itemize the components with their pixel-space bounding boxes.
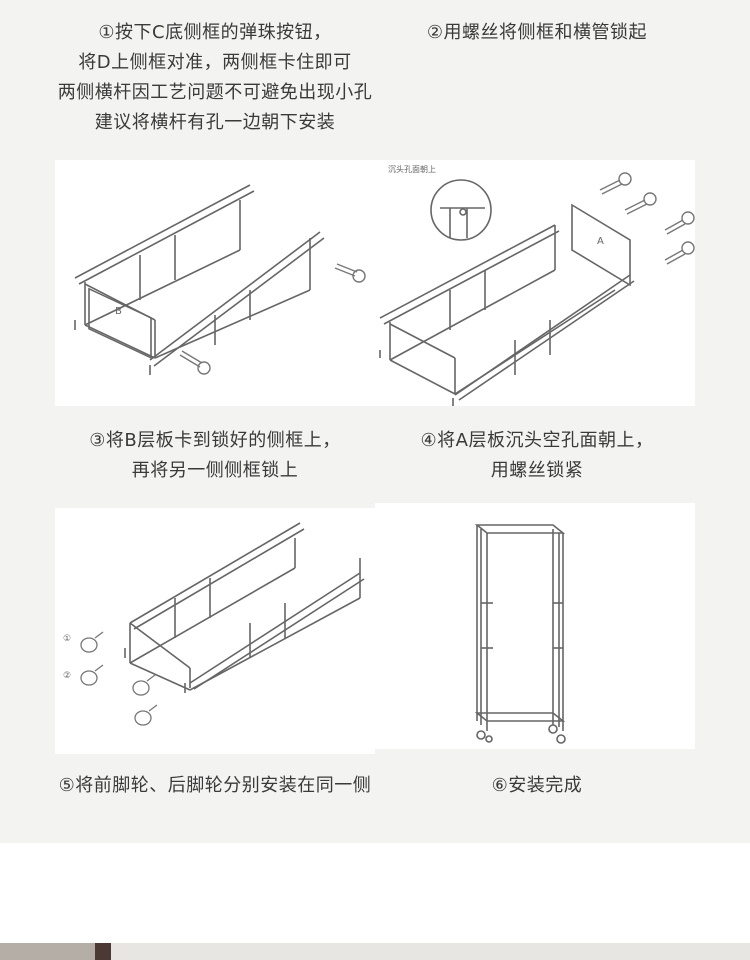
step1-caption: ①按下C底侧框的弹珠按钮， 将D上侧框对准，两侧框卡住即可 两侧横杆因工艺问题不… xyxy=(30,18,400,138)
frame-wheels-drawing: ① ② xyxy=(63,522,365,726)
figure-step3: ① ② xyxy=(55,508,375,754)
wheel-label-2: ② xyxy=(63,671,71,681)
frame-screw-drawing: A 沉头孔面朝上 xyxy=(379,164,695,406)
step4-line2: 用螺丝锁紧 xyxy=(490,460,584,481)
step4-line1: ④将A层板沉头空孔面朝上， xyxy=(420,430,654,451)
step6-line1: ⑥安装完成 xyxy=(491,775,583,796)
photo-frame-edge xyxy=(95,943,111,960)
step2-caption: ②用螺丝将侧框和横管锁起 xyxy=(392,18,682,48)
step3-line2: 再将另一侧侧框锁上 xyxy=(131,460,299,481)
panel-a-label: A xyxy=(597,236,604,247)
step4-caption: ④将A层板沉头空孔面朝上， 用螺丝锁紧 xyxy=(392,426,682,486)
assembled-rack-drawing xyxy=(474,524,566,744)
step1-line1: ①按下C底侧框的弹珠按钮， xyxy=(98,22,332,43)
step1-line2: 将D上侧框对准，两侧框卡住即可 xyxy=(78,52,352,73)
step1-line3: 两侧横杆因工艺问题不可避免出现小孔 xyxy=(57,82,373,103)
product-photo-strip xyxy=(0,943,750,960)
step3-line1: ③将B层板卡到锁好的侧框上， xyxy=(89,430,341,451)
photo-wall-left xyxy=(0,943,95,960)
figure-step4 xyxy=(375,503,695,749)
step3-caption: ③将B层板卡到锁好的侧框上， 再将另一侧侧框锁上 xyxy=(30,426,400,486)
figure-step2: A 沉头孔面朝上 xyxy=(375,160,695,406)
step1-line4: 建议将横杆有孔一边朝下安装 xyxy=(94,112,336,133)
step5-caption: ⑤将前脚轮、后脚轮分别安装在同一侧 xyxy=(20,771,410,801)
step5-line1: ⑤将前脚轮、后脚轮分别安装在同一侧 xyxy=(58,775,372,796)
figure-step1: B xyxy=(55,160,375,406)
step6-caption: ⑥安装完成 xyxy=(392,771,682,801)
photo-wall-right xyxy=(111,943,750,960)
wheel-label-1: ① xyxy=(63,634,71,644)
instruction-panel: ①按下C底侧框的弹珠按钮， 将D上侧框对准，两侧框卡住即可 两侧横杆因工艺问题不… xyxy=(0,0,750,843)
step2-line1: ②用螺丝将侧框和横管锁起 xyxy=(426,22,648,43)
countersink-callout: 沉头孔面朝上 xyxy=(388,164,436,174)
frame-drawing: B xyxy=(74,184,366,375)
panel-b-label: B xyxy=(115,306,122,317)
